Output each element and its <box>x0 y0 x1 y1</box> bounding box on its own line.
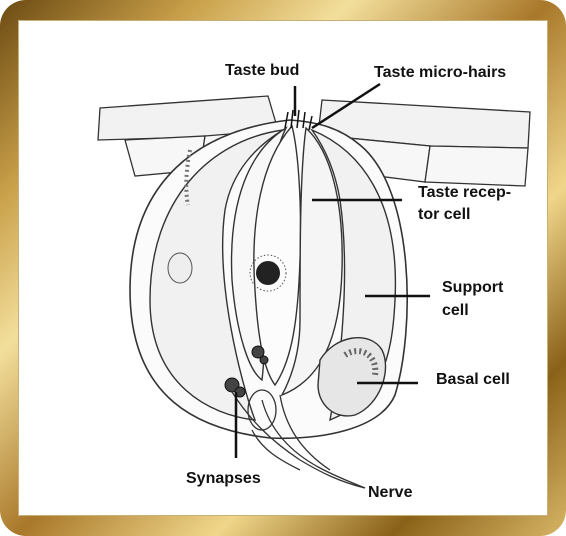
label-basal-cell: Basal cell <box>436 371 510 388</box>
label-support-cell-line1: Support <box>442 279 504 296</box>
label-taste-receptor-cell-line2: tor cell <box>418 206 470 223</box>
label-nerve: Nerve <box>368 484 413 501</box>
label-support-cell-line2: cell <box>442 302 469 319</box>
left-organelle <box>168 253 192 283</box>
nucleus <box>256 261 280 285</box>
label-synapses: Synapses <box>186 470 261 487</box>
label-taste-bud: Taste bud <box>225 62 299 79</box>
label-taste-receptor-cell-line1: Taste recep- <box>418 184 511 201</box>
label-taste-micro-hairs: Taste micro-hairs <box>374 64 506 81</box>
